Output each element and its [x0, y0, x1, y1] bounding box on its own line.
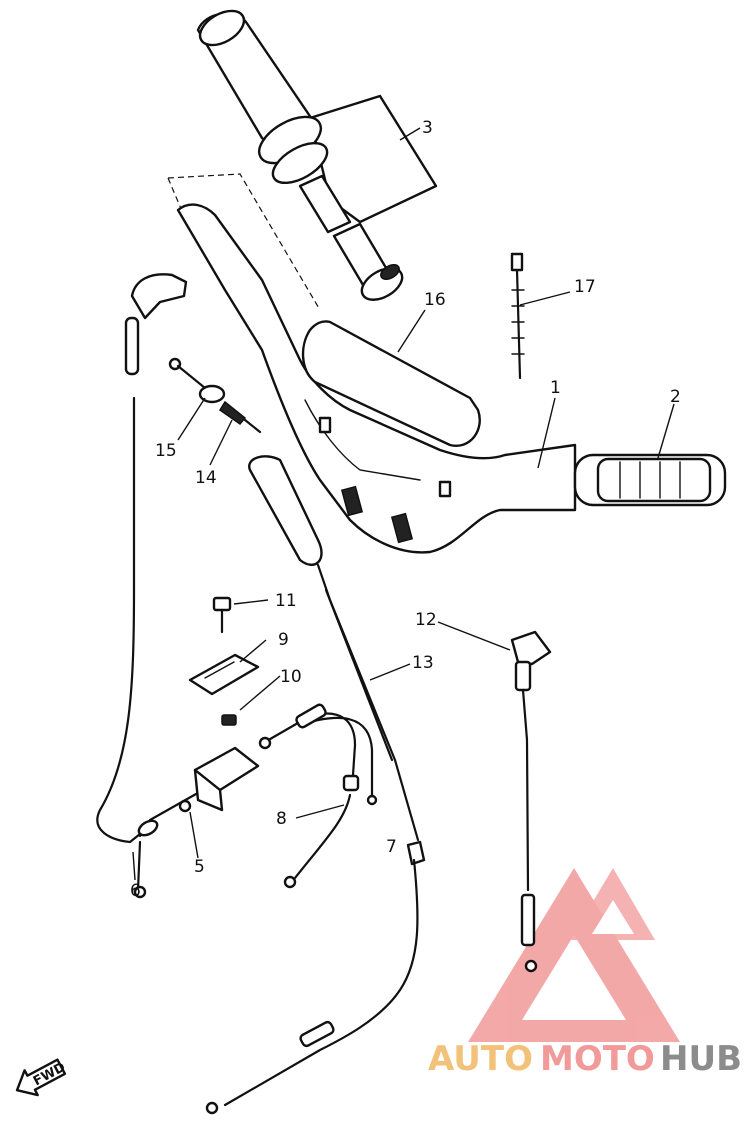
clutch-cable	[96, 273, 188, 899]
label-12: 12	[415, 610, 437, 630]
label-2: 2	[670, 387, 681, 407]
label-5: 5	[194, 857, 205, 877]
label-13: 13	[412, 653, 434, 673]
label-7: 7	[386, 837, 397, 857]
label-16: 16	[424, 290, 446, 310]
left-grip-assembly	[167, 9, 438, 311]
throttle-cable-8	[258, 703, 378, 889]
right-grip	[573, 453, 727, 507]
handlebar	[176, 203, 577, 554]
brake-cable-12	[510, 630, 552, 973]
handlebar-pad	[301, 320, 481, 447]
watermark-auto: AUTO	[428, 1039, 533, 1079]
label-3: 3	[422, 118, 433, 138]
watermark-text: AUTO MOTO HUB	[428, 1039, 742, 1079]
label-8: 8	[276, 809, 287, 829]
label-15: 15	[155, 441, 177, 461]
switch-housing-parts	[137, 596, 260, 838]
label-1: 1	[550, 378, 561, 398]
part-labels: 3 16 17 1 2 15 14 11 9 10 12 13 8 7 5 6	[130, 118, 681, 901]
label-10: 10	[280, 667, 302, 687]
fwd-arrow-icon: FWD	[15, 1058, 68, 1097]
watermark-moto: MOTO	[540, 1039, 655, 1079]
label-11: 11	[275, 591, 297, 611]
leader-lines	[132, 127, 675, 881]
label-14: 14	[195, 468, 217, 488]
label-17: 17	[574, 277, 596, 297]
adjuster-parts	[168, 357, 262, 434]
throttle-cable-13	[248, 455, 420, 842]
watermark-logo	[468, 868, 680, 1042]
throttle-cable-7	[205, 840, 426, 1115]
label-9: 9	[278, 630, 289, 650]
bolt-17	[510, 252, 525, 380]
label-6: 6	[130, 881, 141, 901]
watermark-hub: HUB	[660, 1039, 742, 1079]
